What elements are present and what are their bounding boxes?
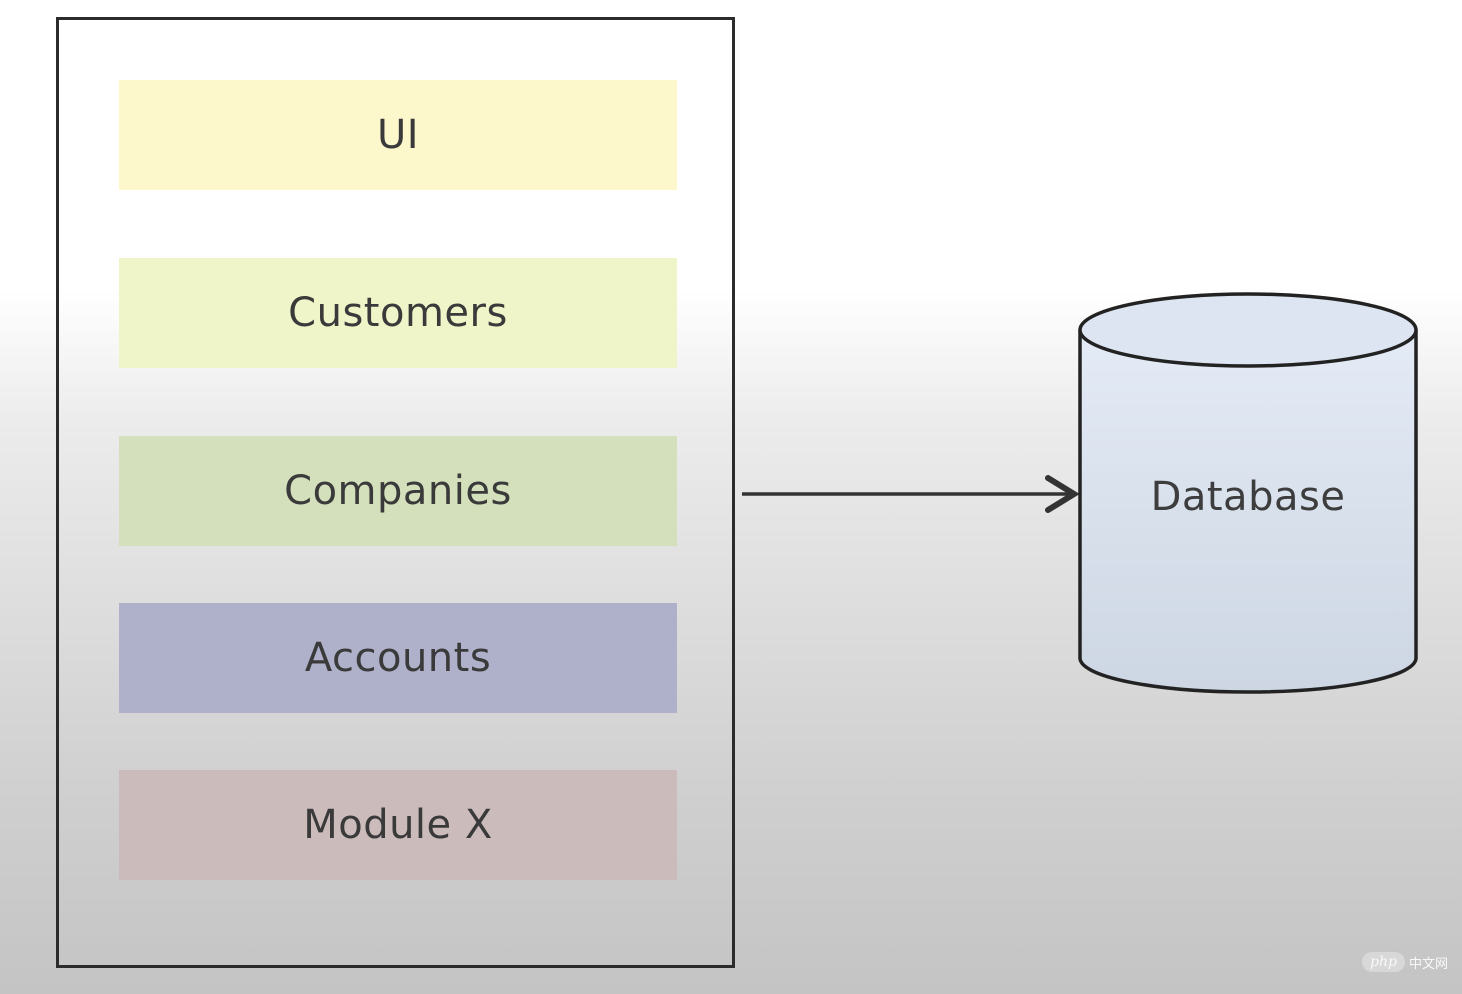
database-label: Database — [1150, 474, 1346, 520]
module-customers: Customers — [119, 258, 677, 368]
module-ui-label: UI — [376, 112, 420, 158]
watermark-logo: php — [1362, 952, 1405, 972]
module-x: Module X — [119, 770, 677, 880]
module-companies-label: Companies — [284, 468, 512, 514]
application-container: UI Customers Companies Accounts Module X — [56, 17, 735, 968]
connector-arrow — [742, 475, 1080, 513]
watermark-text: 中文网 — [1408, 956, 1448, 972]
module-customers-label: Customers — [288, 290, 508, 336]
module-accounts: Accounts — [119, 603, 677, 713]
module-ui: UI — [119, 80, 677, 190]
watermark: php 中文网 — [1362, 950, 1448, 974]
module-x-label: Module X — [303, 802, 493, 848]
module-companies: Companies — [119, 436, 677, 546]
module-accounts-label: Accounts — [304, 635, 492, 681]
